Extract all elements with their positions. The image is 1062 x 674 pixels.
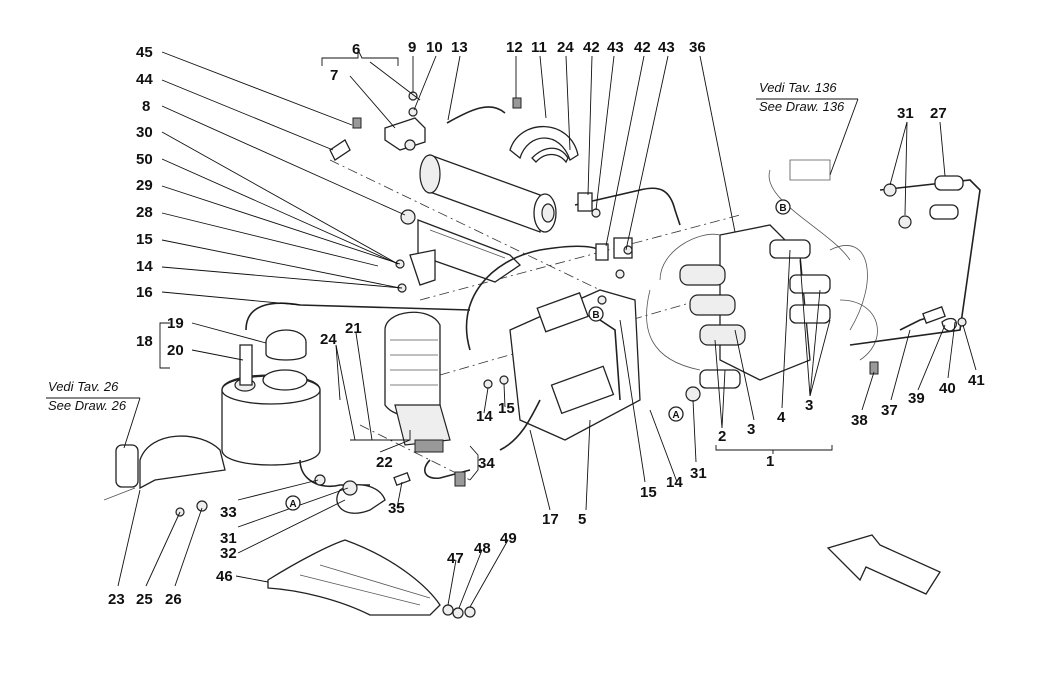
callout: 23 xyxy=(108,591,125,608)
callout: 2 xyxy=(718,428,726,445)
reference-line-english: See Draw. 136 xyxy=(759,99,845,114)
callout: 41 xyxy=(968,372,985,389)
callout: 21 xyxy=(345,320,362,337)
connector xyxy=(595,243,609,261)
callout: 15 xyxy=(640,484,657,501)
callout: 27 xyxy=(930,105,947,122)
callout: 26 xyxy=(165,591,182,608)
callout: 13 xyxy=(451,39,468,56)
callout: 12 xyxy=(506,39,523,56)
callout: 31 xyxy=(690,465,707,482)
accumulator-cylinder xyxy=(419,154,557,233)
hardware-bolts xyxy=(175,91,912,619)
strap xyxy=(509,125,579,161)
callout: 37 xyxy=(881,402,898,419)
marker-a: A xyxy=(289,499,296,510)
callout: 24 xyxy=(320,331,337,348)
callout: 15 xyxy=(498,400,515,417)
leader-lines xyxy=(117,49,977,609)
callout: 19 xyxy=(167,315,184,332)
callout: 33 xyxy=(220,504,237,521)
heat-shield xyxy=(267,539,441,616)
callout: 4 xyxy=(777,409,786,426)
callout: 14 xyxy=(476,408,493,425)
callout: 11 xyxy=(531,39,547,56)
marker-b: B xyxy=(592,310,599,321)
reference-line-italian: Vedi Tav. 26 xyxy=(48,379,119,394)
callout: 5 xyxy=(578,511,586,528)
callout: 42 xyxy=(583,39,600,56)
reference-top-right: Vedi Tav. 136 See Draw. 136 xyxy=(759,80,845,114)
circle-markers: B B A A xyxy=(285,199,791,511)
callout: 46 xyxy=(216,568,233,585)
callout: 39 xyxy=(908,390,925,407)
callout: 29 xyxy=(136,177,153,194)
callout: 49 xyxy=(500,530,517,547)
callout: 20 xyxy=(167,342,184,359)
connector xyxy=(577,192,593,212)
callout: 40 xyxy=(939,380,956,397)
callout: 38 xyxy=(851,412,868,429)
reference-line-english: See Draw. 26 xyxy=(48,398,127,413)
callout: 1 xyxy=(766,453,774,470)
mounting-plate xyxy=(417,219,522,283)
callout: 34 xyxy=(478,455,495,472)
callout: 18 xyxy=(136,333,153,350)
callout-numbers: 45 44 8 30 50 29 28 15 14 16 19 18 20 6 … xyxy=(108,39,985,608)
callout: 3 xyxy=(747,421,755,438)
callout: 22 xyxy=(376,454,393,471)
callout: 45 xyxy=(136,44,153,61)
callout: 47 xyxy=(447,550,464,567)
callout: 32 xyxy=(220,545,237,562)
bracket-plate xyxy=(509,289,641,441)
callout: 28 xyxy=(136,204,153,221)
callout: 10 xyxy=(426,39,443,56)
reference-left: Vedi Tav. 26 See Draw. 26 xyxy=(48,379,127,413)
callout: 3 xyxy=(805,397,813,414)
marker-b: B xyxy=(779,203,786,214)
callout: 8 xyxy=(142,98,150,115)
pump-unit xyxy=(384,311,451,453)
callout: 15 xyxy=(136,231,153,248)
callout: 50 xyxy=(136,151,153,168)
callout: 36 xyxy=(689,39,706,56)
parts-drawing xyxy=(46,91,981,619)
callout: 17 xyxy=(542,511,559,528)
callout: 42 xyxy=(634,39,651,56)
actuator-unit xyxy=(646,224,878,389)
callout: 48 xyxy=(474,540,491,557)
callout: 31 xyxy=(220,530,237,547)
callout: 24 xyxy=(557,39,574,56)
marker-a: A xyxy=(672,410,679,421)
callout: 6 xyxy=(352,41,360,58)
callout: 43 xyxy=(607,39,624,56)
reservoir-strap xyxy=(139,435,226,490)
callout: 35 xyxy=(388,500,405,517)
direction-arrow xyxy=(826,534,941,595)
callout: 25 xyxy=(136,591,153,608)
fluid-reservoir xyxy=(221,329,321,466)
callout: 16 xyxy=(136,284,153,301)
callout: 31 xyxy=(897,105,914,122)
reference-line-italian: Vedi Tav. 136 xyxy=(759,80,837,95)
callout: 44 xyxy=(136,71,153,88)
callout: 14 xyxy=(666,474,683,491)
callout: 7 xyxy=(330,67,338,84)
callout: 30 xyxy=(136,124,153,141)
bracket xyxy=(384,117,426,151)
callout: 9 xyxy=(408,39,416,56)
callout: 43 xyxy=(658,39,675,56)
strap-pad xyxy=(531,147,569,164)
callout: 14 xyxy=(136,258,153,275)
